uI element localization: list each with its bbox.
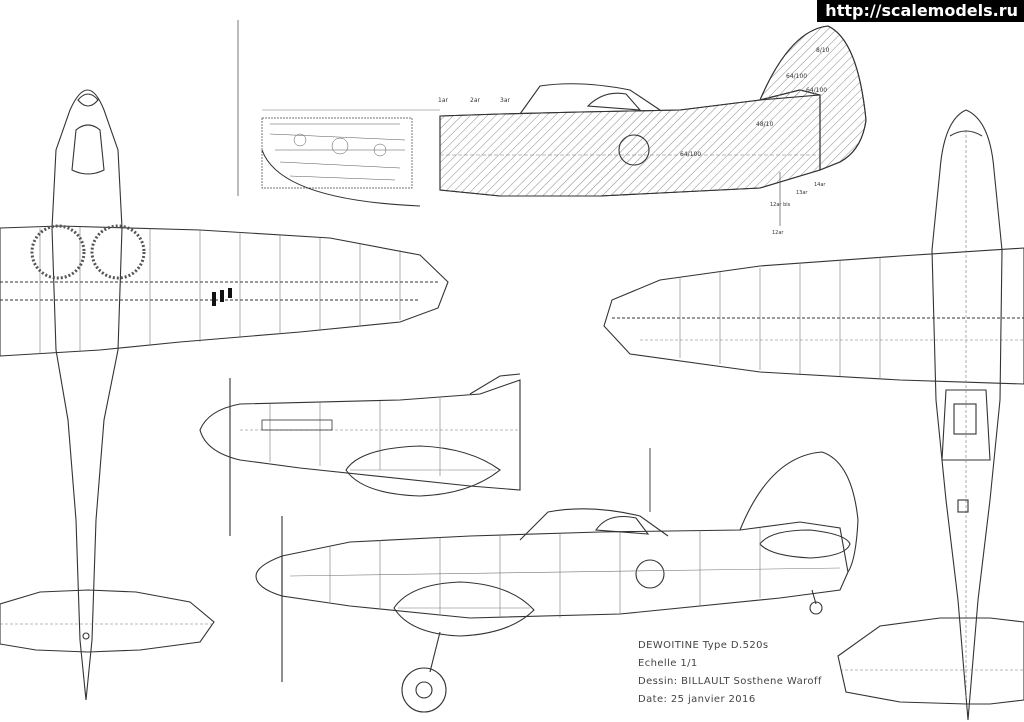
title-aircraft-type: DEWOITINE Type D.520s bbox=[638, 640, 769, 651]
main-view-tailplane bbox=[759, 529, 851, 559]
frame-label: 14ar bbox=[814, 182, 826, 188]
frame-label: 2ar bbox=[470, 97, 480, 104]
top-view-radiator-left bbox=[30, 224, 86, 280]
section-label: 64/100 bbox=[786, 73, 807, 80]
main-view-fin bbox=[739, 451, 859, 573]
watermark: http://scalemodels.ru bbox=[817, 0, 1024, 22]
cutaway-fuselage bbox=[439, 89, 821, 197]
frame-label: 1ar bbox=[438, 97, 448, 104]
frame-label: 3ar bbox=[500, 97, 510, 104]
main-view-canopy bbox=[519, 508, 669, 541]
main-view-roundel bbox=[635, 559, 665, 589]
underside-view bbox=[603, 109, 1024, 721]
title-scale: Echelle 1/1 bbox=[638, 658, 698, 669]
section-label: 48/10 bbox=[756, 121, 773, 128]
main-side-view bbox=[255, 448, 859, 713]
underside-view-wing bbox=[603, 247, 1024, 385]
cutaway-engine-bay bbox=[261, 117, 413, 189]
main-view-spinner bbox=[255, 555, 283, 597]
middle-view-fin bbox=[469, 373, 521, 395]
frame-label: 12ar bis bbox=[770, 202, 791, 208]
frame-label: 12ar bbox=[772, 230, 784, 236]
main-view-fuselage bbox=[281, 521, 849, 619]
cutaway-side-view: 1ar 2ar 3ar 8/10 64/100 64/100 48/10 64/… bbox=[237, 20, 867, 236]
main-view-wing-fairing bbox=[393, 581, 535, 637]
title-author: Dessin: BILLAULT Sosthene Waroff bbox=[638, 676, 822, 687]
underside-view-tailplane bbox=[837, 617, 1024, 705]
main-view-tailwheel bbox=[809, 601, 823, 615]
cutaway-canopy bbox=[519, 83, 661, 115]
top-view-fuselage bbox=[51, 89, 123, 701]
title-date: Date: 25 janvier 2016 bbox=[638, 694, 756, 705]
middle-view-wing-fairing bbox=[345, 445, 501, 497]
middle-side-view bbox=[199, 373, 521, 536]
frame-label: 13ar bbox=[796, 190, 808, 196]
underside-view-radiator bbox=[941, 389, 991, 461]
cutaway-roundel bbox=[618, 134, 650, 166]
top-view-tailplane bbox=[0, 589, 215, 653]
section-label: 64/100 bbox=[806, 87, 827, 94]
main-view-wheel bbox=[401, 667, 447, 713]
underside-view-fuselage bbox=[931, 109, 1003, 721]
section-label: 8/10 bbox=[816, 47, 830, 54]
section-label: 64/100 bbox=[680, 151, 701, 158]
title-block: DEWOITINE Type D.520s Echelle 1/1 Dessin… bbox=[638, 637, 898, 709]
top-view bbox=[0, 89, 449, 701]
top-view-radiator-right bbox=[90, 224, 146, 280]
